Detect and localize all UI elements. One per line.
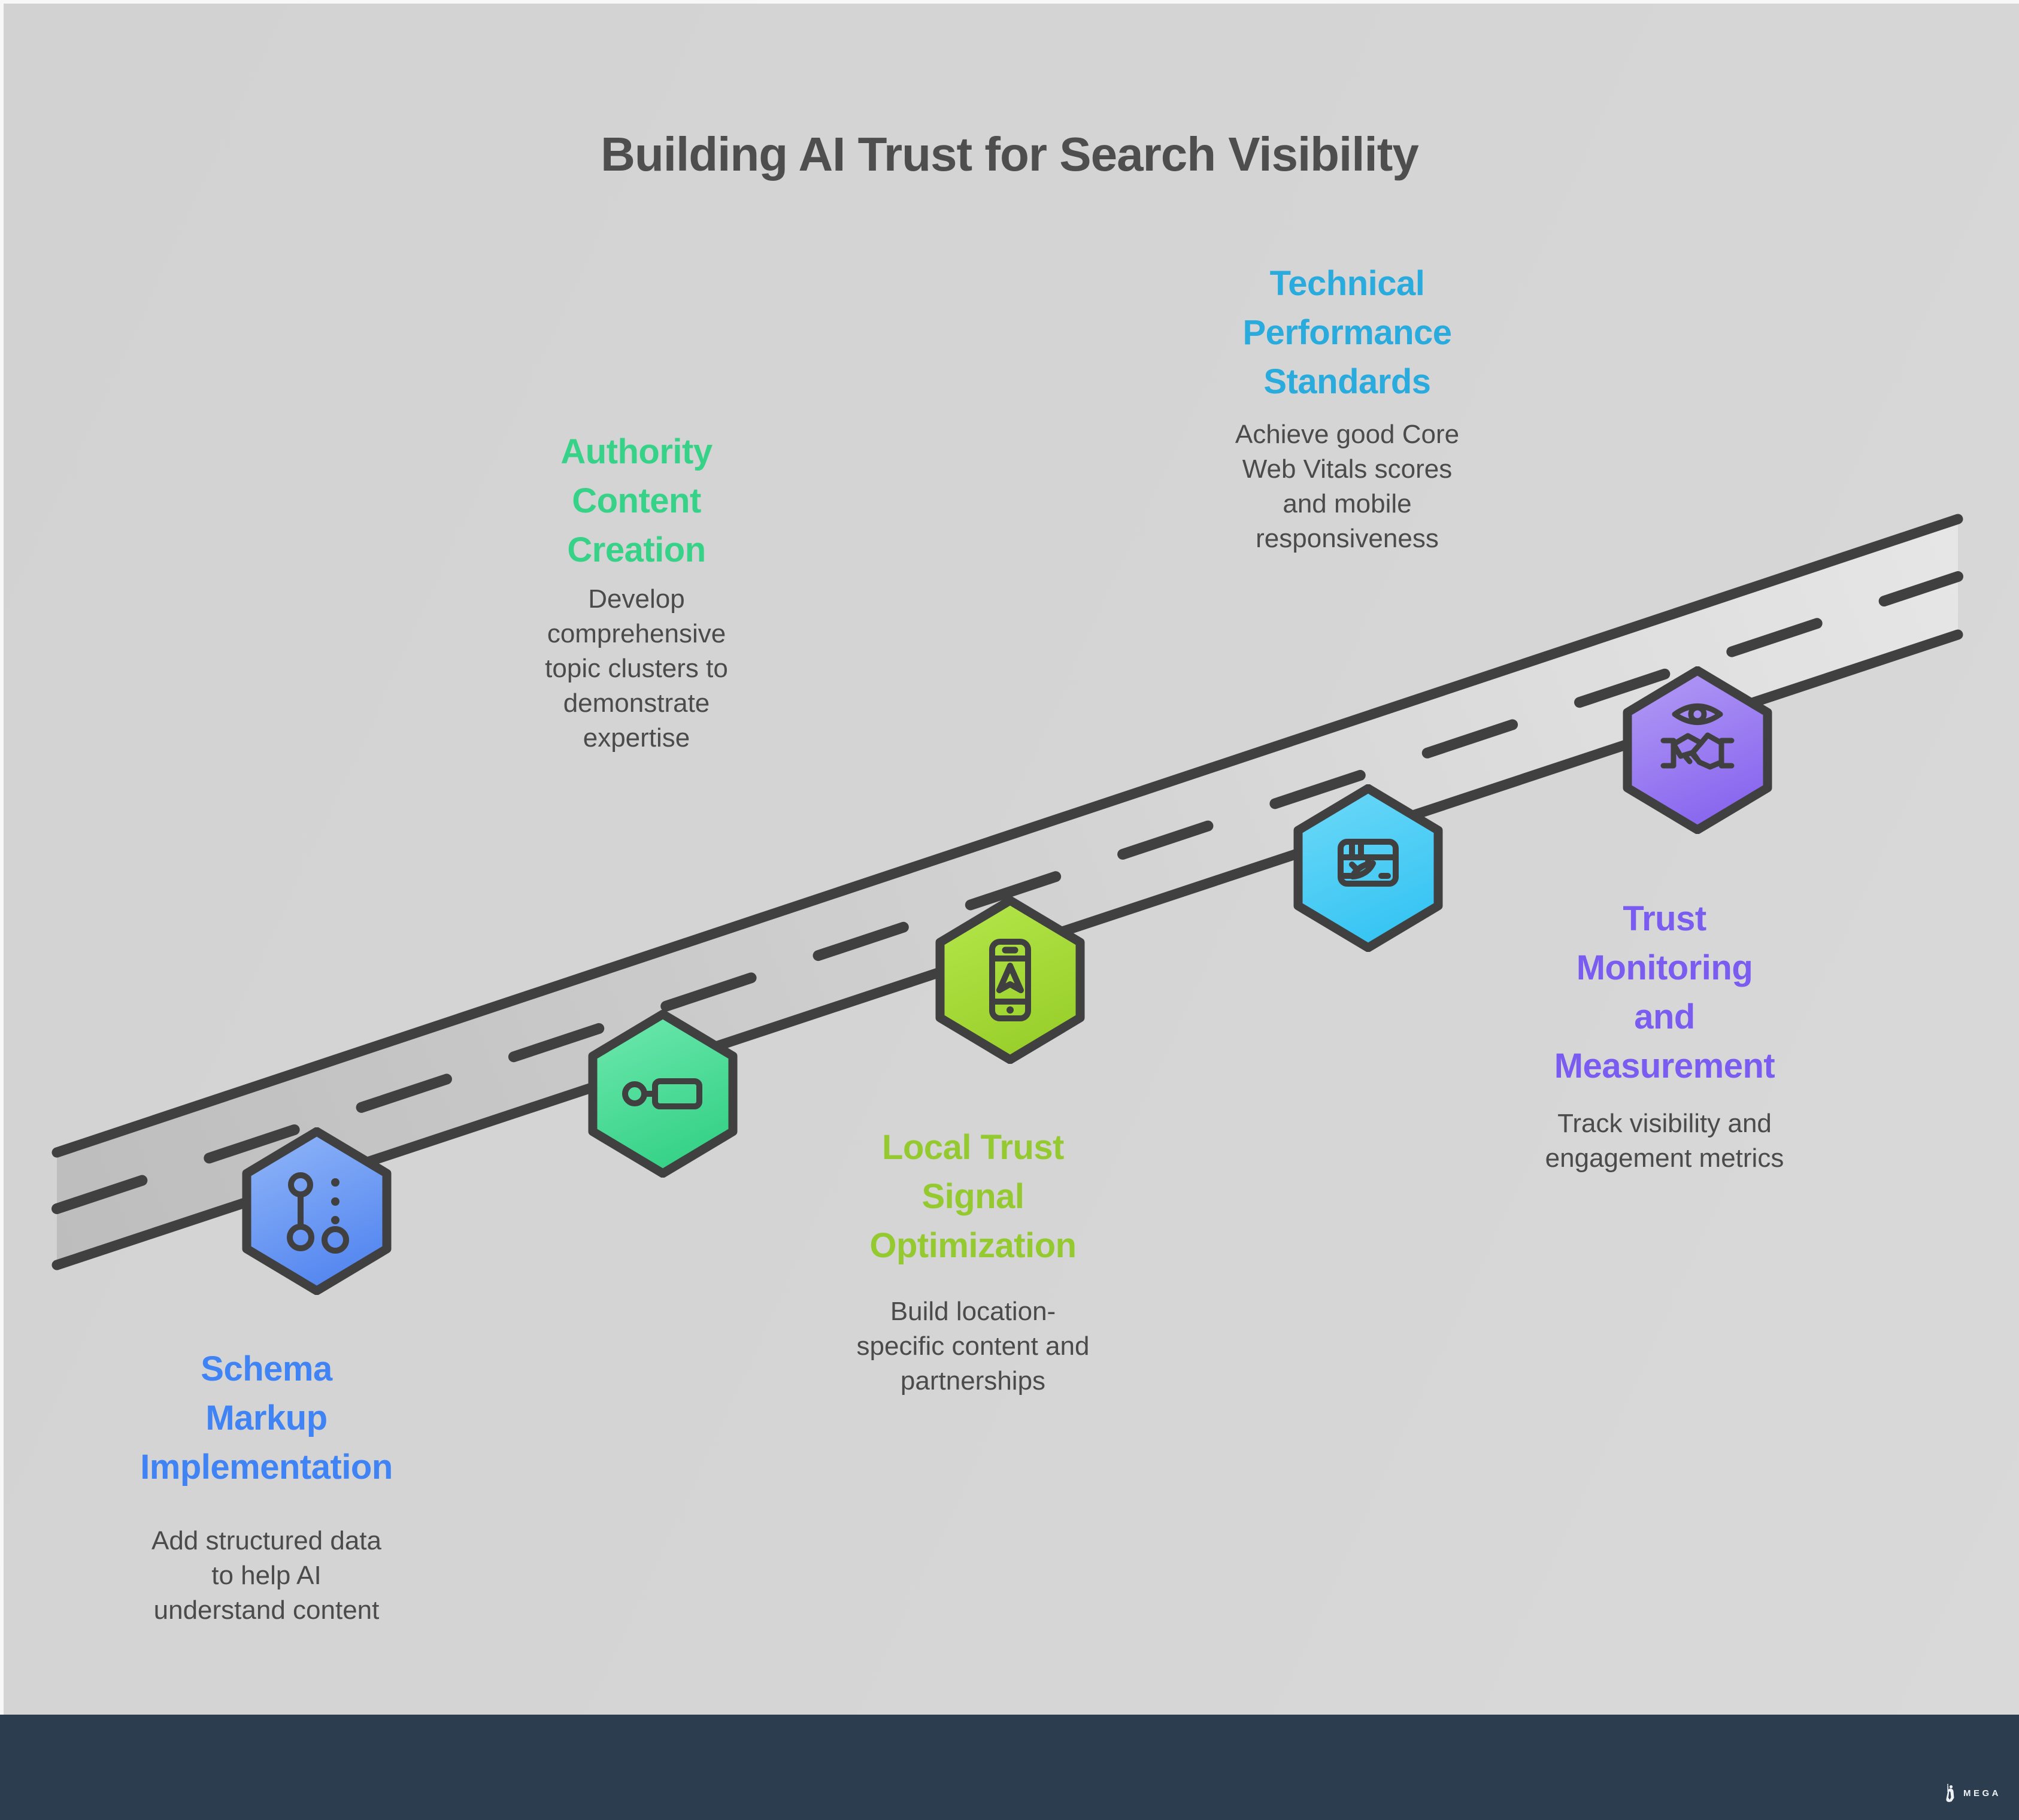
mega-figure-icon — [1946, 1783, 1954, 1802]
topic-cluster-icon — [622, 1078, 702, 1109]
step-title-technical-performance-standards: Technical Performance Standards — [1242, 264, 1452, 401]
hexagon-shape — [588, 1010, 738, 1178]
eye-handshake-icon — [1660, 703, 1735, 770]
step-title-trust-monitoring-and-measurement: Trust Monitoring and Measurement — [1554, 899, 1775, 1085]
road-edge-top — [51, 514, 1963, 1158]
step-description-local-trust-signal-optimization: Build location- specific content and par… — [856, 1297, 1090, 1396]
milestone-hexagon-local — [935, 896, 1085, 1064]
step-title-schema-markup-implementation: Schema Markup Implementation — [140, 1349, 393, 1487]
hexagon-shape — [242, 1127, 392, 1295]
step-description-trust-monitoring-and-measurement: Track visibility and engagement metrics — [1545, 1109, 1784, 1173]
milestone-hexagon-schema — [242, 1127, 392, 1295]
schema-nodes-icon — [287, 1172, 349, 1254]
road-center-dashes — [51, 571, 1963, 1214]
mobile-navigation-icon — [989, 939, 1031, 1021]
brand-name: MEGA — [1963, 1788, 2001, 1798]
hexagon-shape — [935, 896, 1085, 1064]
footer-bar — [0, 1715, 2019, 1820]
step-description-schema-markup-implementation: Add structured data to help AI understan… — [151, 1526, 381, 1625]
step-description-authority-content-creation: Develop comprehensive topic clusters to … — [545, 584, 728, 753]
brand-logo: MEGA — [1944, 1780, 2001, 1806]
step-title-authority-content-creation: Authority Content Creation — [560, 432, 713, 569]
step-description-technical-performance-standards: Achieve good Core Web Vitals scores and … — [1235, 420, 1460, 553]
milestone-hexagon-authority — [588, 1010, 738, 1178]
milestone-hexagon-monitoring — [1623, 666, 1772, 834]
step-title-local-trust-signal-optimization: Local Trust Signal Optimization — [869, 1128, 1077, 1265]
browser-speed-icon — [1338, 839, 1399, 887]
milestone-hexagon-technical — [1293, 784, 1443, 952]
page-title: Building AI Trust for Search Visibility — [601, 128, 1419, 181]
